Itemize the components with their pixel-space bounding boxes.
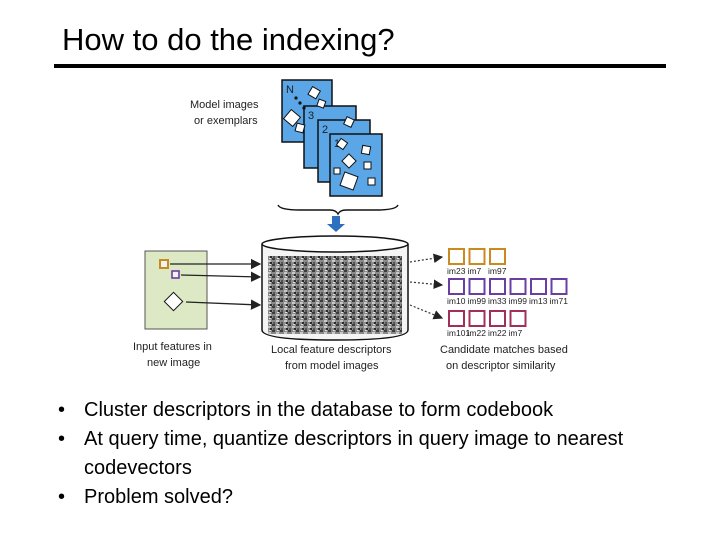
- database-label-line-1: Local feature descriptors: [271, 344, 392, 356]
- arrow-out-1: [409, 253, 444, 264]
- candidate-match-box: [448, 310, 465, 327]
- model-images-label-line-2: or exemplars: [194, 115, 258, 127]
- input-features-label-line-1: Input features in: [133, 341, 212, 353]
- candidate-match-label: im71: [550, 296, 569, 306]
- candidate-match-box: [468, 248, 486, 265]
- model-images-label: Model images or exemplars: [190, 99, 262, 127]
- input-features-label-line-2: new image: [147, 357, 200, 369]
- input-feature-1: [159, 259, 169, 269]
- candidate-match-box: [509, 278, 527, 295]
- candidates-label: Candidate matches based on descriptor si…: [440, 344, 571, 372]
- candidate-match-label: im101: [447, 328, 470, 338]
- candidate-match-label: im33: [488, 296, 507, 306]
- input-features-label: Input features in new image: [133, 341, 215, 369]
- page-label-n: N: [286, 84, 294, 96]
- page-dots: [294, 96, 306, 110]
- candidate-match-label: im10: [447, 296, 466, 306]
- candidate-match-label: im23: [447, 266, 466, 276]
- input-feature-3: [163, 291, 184, 312]
- candidate-match-label: im13: [529, 296, 548, 306]
- candidate-match-label: im22: [488, 328, 507, 338]
- candidate-match-label: im99: [468, 296, 487, 306]
- page-label-2: 2: [322, 124, 328, 136]
- candidate-match-label: im99: [509, 296, 528, 306]
- input-feature-2: [171, 270, 180, 279]
- descriptor-database: [261, 235, 409, 341]
- candidate-match-box: [448, 248, 465, 265]
- candidates-label-line-1: Candidate matches based: [440, 344, 568, 356]
- arrow-out-2: [409, 279, 444, 289]
- candidate-match-box: [530, 278, 547, 295]
- candidate-match-box: [468, 310, 486, 327]
- candidate-match-label: im97: [488, 266, 507, 276]
- arrow-feature-2: [180, 271, 262, 282]
- candidate-match-box: [550, 278, 568, 295]
- model-images-label-line-1: Model images: [190, 99, 259, 111]
- model-image-stack: N 3 2 1: [281, 79, 383, 197]
- input-image: [144, 250, 208, 330]
- candidate-match-box: [489, 310, 506, 327]
- candidate-match-label: im22: [468, 328, 487, 338]
- bullet-item: Cluster descriptors in the database to f…: [56, 396, 696, 425]
- model-images-brace: [277, 204, 399, 216]
- candidate-match-box: [448, 278, 465, 295]
- arrow-feature-3: [185, 299, 262, 310]
- bullet-item: At query time, quantize descriptors in q…: [56, 425, 696, 483]
- bullet-list: Cluster descriptors in the database to f…: [56, 396, 696, 512]
- title-underline: [54, 64, 666, 68]
- candidate-match-box: [509, 310, 527, 327]
- candidates-label-line-2: on descriptor similarity: [446, 360, 556, 372]
- arrow-out-3: [409, 304, 444, 320]
- slide-title: How to do the indexing?: [62, 22, 395, 57]
- indexing-diagram: Model images or exemplars N 3 2 1: [133, 79, 571, 372]
- down-arrow: [327, 216, 345, 232]
- database-label-line-2: from model images: [285, 360, 379, 372]
- candidate-match-box: [468, 278, 486, 295]
- candidate-match-label: im7: [509, 328, 523, 338]
- page-feature-squares: [282, 85, 376, 191]
- database-label: Local feature descriptors from model ima…: [271, 344, 395, 372]
- candidate-match-box: [489, 278, 506, 295]
- candidate-match-label: im7: [468, 266, 482, 276]
- bullet-item: Problem solved?: [56, 483, 696, 512]
- candidate-match-box: [489, 248, 506, 265]
- page-label-3: 3: [308, 110, 314, 122]
